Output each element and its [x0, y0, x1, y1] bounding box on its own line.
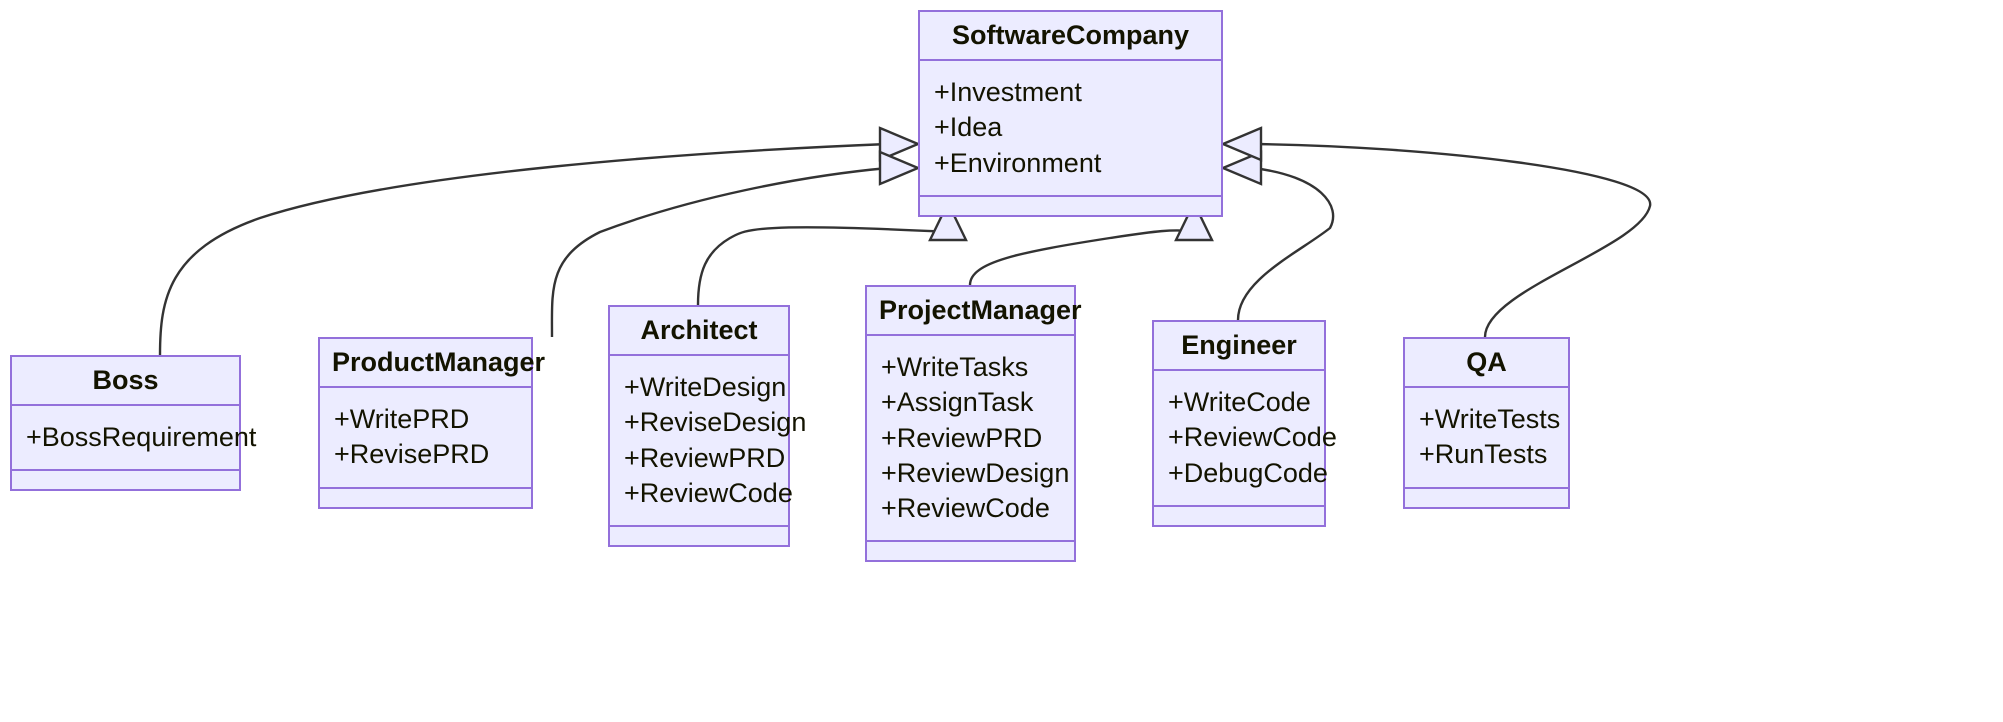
arrowhead-productmanager: [878, 150, 922, 186]
class-title-engineer: Engineer: [1154, 322, 1324, 372]
attribute-row: +Investment: [934, 77, 1082, 108]
class-methods-boss: [12, 471, 239, 489]
class-methods-engineer: [1154, 507, 1324, 525]
attribute-row: +WriteTasks: [881, 352, 1029, 383]
attribute-row: +ReviewCode: [624, 477, 793, 508]
attribute-row: +ReviseDesign: [624, 407, 807, 438]
attribute-row: +WriteCode: [1168, 387, 1311, 418]
class-attributes-architect: +WriteDesign +ReviseDesign +ReviewPRD +R…: [610, 356, 807, 527]
class-title-productmanager: ProductManager: [320, 339, 545, 389]
attribute-row: +ReviewPRD: [624, 442, 786, 473]
class-box-softwarecompany[interactable]: SoftwareCompany +Investment +Idea +Envir…: [918, 10, 1223, 217]
class-title-projectmanager: ProjectManager: [867, 287, 1082, 337]
attribute-row: +Idea: [934, 112, 1003, 143]
attribute-row: +BossRequirement: [26, 422, 257, 453]
edge-projectmanager-to-softwarecompany: [968, 229, 1197, 286]
class-title-boss: Boss: [12, 357, 239, 407]
class-attributes-qa: +WriteTests +RunTests: [1405, 388, 1568, 489]
attribute-row: +AssignTask: [881, 387, 1034, 418]
attribute-row: +WritePRD: [334, 404, 470, 435]
arrowhead-qa: [1219, 126, 1263, 162]
class-box-engineer[interactable]: Engineer +WriteCode +ReviewCode +DebugCo…: [1152, 320, 1337, 527]
class-methods-qa: [1405, 489, 1568, 507]
class-methods-architect: [610, 527, 788, 545]
attribute-row: +WriteDesign: [624, 372, 787, 403]
class-title-qa: QA: [1405, 339, 1568, 389]
edge-qa-to-softwarecompany: [1252, 142, 1652, 338]
class-box-projectmanager[interactable]: ProjectManager +WriteTasks +AssignTask +…: [865, 285, 1082, 562]
class-box-architect[interactable]: Architect +WriteDesign +ReviseDesign +Re…: [608, 305, 807, 547]
attribute-row: +ReviewDesign: [881, 457, 1070, 488]
class-attributes-productmanager: +WritePRD +RevisePRD: [320, 388, 531, 489]
attribute-row: +DebugCode: [1168, 457, 1328, 488]
attribute-row: +RunTests: [1419, 439, 1548, 470]
arrowhead-engineer: [1219, 150, 1263, 186]
class-attributes-engineer: +WriteCode +ReviewCode +DebugCode: [1154, 371, 1337, 507]
class-title-architect: Architect: [610, 307, 788, 357]
class-box-boss[interactable]: Boss +BossRequirement: [10, 355, 257, 492]
arrowhead-boss: [878, 126, 922, 162]
class-attributes-boss: +BossRequirement: [12, 406, 257, 472]
class-methods-projectmanager: [867, 542, 1074, 560]
edge-engineer-to-softwarecompany: [1236, 166, 1335, 321]
class-methods-productmanager: [320, 489, 531, 507]
class-title-softwarecompany: SoftwareCompany: [920, 12, 1221, 62]
attribute-row: +WriteTests: [1419, 404, 1561, 435]
class-methods-softwarecompany: [920, 197, 1221, 215]
attribute-row: +ReviewPRD: [881, 422, 1043, 453]
class-attributes-projectmanager: +WriteTasks +AssignTask +ReviewPRD +Revi…: [867, 336, 1074, 542]
class-attributes-softwarecompany: +Investment +Idea +Environment: [920, 61, 1221, 197]
attribute-row: +ReviewCode: [1168, 422, 1337, 453]
attribute-row: +ReviewCode: [881, 492, 1050, 523]
class-box-productmanager[interactable]: ProductManager +WritePRD +RevisePRD: [318, 337, 545, 509]
class-box-qa[interactable]: QA +WriteTests +RunTests: [1403, 337, 1570, 509]
attribute-row: +RevisePRD: [334, 439, 490, 470]
attribute-row: +Environment: [934, 147, 1102, 178]
